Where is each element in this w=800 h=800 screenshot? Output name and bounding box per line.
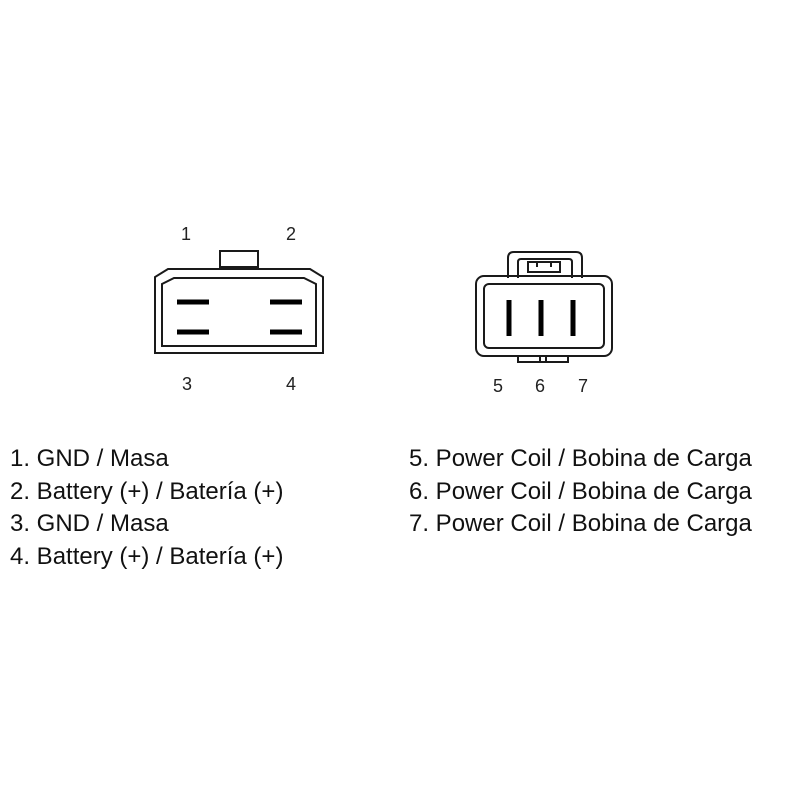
connector-a-latch	[219, 250, 259, 268]
pin-label-1: 1	[181, 224, 191, 244]
legend-item-3: 3. GND / Masa	[10, 510, 169, 537]
legend-item-2: 2. Battery (+) / Batería (+)	[10, 477, 284, 505]
connector-b-latch-inner	[517, 258, 573, 278]
legend-item-6: 6. Power Coil / Bobina de Carga	[409, 477, 752, 505]
pin-label-2: 2	[286, 224, 296, 244]
legend-item-5: 5. Power Coil / Bobina de Carga	[409, 445, 752, 472]
pin-label-4: 4	[286, 374, 296, 394]
connector-b-housing	[475, 275, 613, 357]
connector-a-inner-wall	[161, 277, 317, 347]
pin-legend-right: 5. Power Coil / Bobina de Carga 6. Power…	[409, 443, 752, 541]
pin-legend-left: 1. GND / Masa 2. Battery (+) / Batería (…	[10, 443, 283, 573]
legend-item-4: 4. Battery (+) / Batería (+)	[10, 542, 284, 570]
connector-b-key	[517, 356, 569, 363]
legend-item-7: 7. Power Coil / Bobina de Carga	[409, 510, 752, 537]
connector-b-latch	[507, 251, 583, 278]
connector-a: 1 2 3 4	[154, 224, 324, 394]
connector-b: 5 6 7	[475, 251, 613, 396]
legend-item-1: 1. GND / Masa	[10, 445, 169, 472]
connector-a-housing	[154, 268, 324, 354]
pin-label-5: 5	[493, 376, 503, 396]
connector-b-latch-tab	[527, 261, 561, 273]
pin-label-3: 3	[182, 374, 192, 394]
pin-label-7: 7	[578, 376, 588, 396]
pin-label-6: 6	[535, 376, 545, 396]
connector-b-inner-wall	[483, 283, 605, 349]
